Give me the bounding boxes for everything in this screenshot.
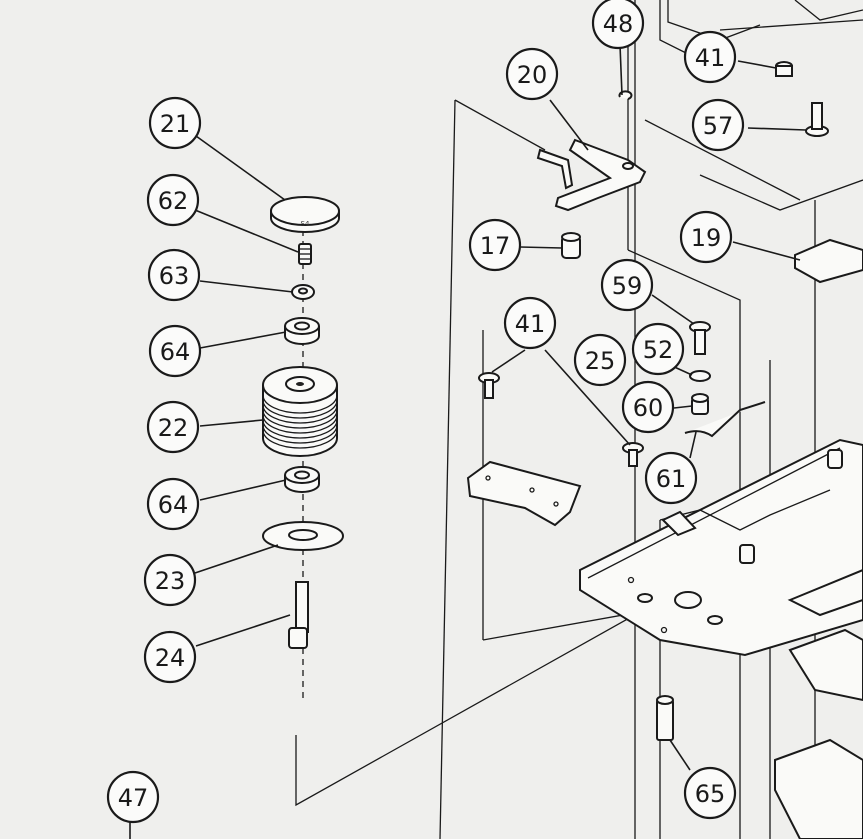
screw-part-41-right xyxy=(622,442,644,467)
callout-22: 22 xyxy=(146,400,200,454)
svg-text:60: 60 xyxy=(633,394,664,422)
svg-text:23: 23 xyxy=(155,567,186,595)
svg-text:48: 48 xyxy=(603,10,634,38)
washer-part-63 xyxy=(291,284,315,300)
screw-part-59 xyxy=(689,321,711,355)
thrust-washer-part-23 xyxy=(262,521,344,551)
callout-47: 47 xyxy=(106,770,160,824)
screw-part-41-upper xyxy=(775,61,793,77)
washer-part-52 xyxy=(689,370,711,382)
svg-text:62: 62 xyxy=(158,187,189,215)
bracket-part-19 xyxy=(794,238,863,284)
cap-part-21: S4 xyxy=(270,196,340,233)
callout-41-left: 41 xyxy=(503,296,557,350)
callout-23: 23 xyxy=(143,553,197,607)
callout-64-upper: 64 xyxy=(148,324,202,378)
callout-60: 60 xyxy=(621,380,675,434)
bearing-part-64-lower xyxy=(284,466,320,493)
svg-text:20: 20 xyxy=(517,61,548,89)
svg-text:63: 63 xyxy=(159,262,190,290)
top-plate-edge xyxy=(667,0,761,41)
cap-marking: S4 xyxy=(301,220,310,228)
svg-text:47: 47 xyxy=(118,784,149,812)
callout-24: 24 xyxy=(143,630,197,684)
bearing-part-64-upper xyxy=(284,317,320,345)
callout-17: 17 xyxy=(468,218,522,272)
callout-63: 63 xyxy=(147,248,201,302)
top-plate-edge-2 xyxy=(794,0,863,21)
svg-text:19: 19 xyxy=(691,224,722,252)
lever-part-20 xyxy=(536,138,647,212)
screw-part-41-left xyxy=(478,372,500,399)
lower-right-block xyxy=(788,628,863,702)
callout-48: 48 xyxy=(591,0,645,50)
screw-part-57 xyxy=(805,102,829,137)
spring-part-61 xyxy=(684,401,766,438)
callout-20: 20 xyxy=(505,47,559,101)
svg-text:41: 41 xyxy=(515,310,546,338)
svg-text:24: 24 xyxy=(155,644,186,672)
standoff-part-65 xyxy=(656,695,674,741)
plate-part-25 xyxy=(466,460,582,527)
svg-text:22: 22 xyxy=(158,414,189,442)
flywheel-part-22 xyxy=(262,366,338,457)
callout-65: 65 xyxy=(683,766,737,820)
svg-text:52: 52 xyxy=(643,336,674,364)
flywheel-stack: S4 xyxy=(262,196,344,649)
svg-text:59: 59 xyxy=(612,272,643,300)
callout-19: 19 xyxy=(679,210,733,264)
callout-52: 52 xyxy=(631,322,685,376)
svg-text:64: 64 xyxy=(158,491,189,519)
callout-41-top: 41 xyxy=(683,30,737,84)
callout-61: 61 xyxy=(644,451,698,505)
callout-21: 21 xyxy=(148,96,202,150)
svg-text:61: 61 xyxy=(656,465,687,493)
svg-text:57: 57 xyxy=(703,112,734,140)
mechanism-parts xyxy=(466,0,863,839)
callouts: 21 62 63 64 22 64 23 24 47 48 20 41 57 1… xyxy=(106,0,745,824)
callout-59: 59 xyxy=(600,258,654,312)
set-screw-part-62 xyxy=(298,243,312,265)
spacer-part-60 xyxy=(691,393,709,415)
callout-64-lower: 64 xyxy=(146,477,200,531)
svg-text:64: 64 xyxy=(160,338,191,366)
svg-text:17: 17 xyxy=(480,232,511,260)
svg-text:41: 41 xyxy=(695,44,726,72)
callout-62: 62 xyxy=(146,173,200,227)
assembly-outline-lines xyxy=(295,0,863,839)
bushing-part-17 xyxy=(561,232,581,259)
callout-25: 25 xyxy=(573,333,627,387)
svg-text:21: 21 xyxy=(160,110,191,138)
svg-text:25: 25 xyxy=(585,347,616,375)
shaft-part-24 xyxy=(288,581,309,649)
leader-lines xyxy=(129,44,807,839)
lower-right-block-2 xyxy=(774,738,863,839)
svg-text:65: 65 xyxy=(695,780,726,808)
chassis-plate xyxy=(579,438,863,657)
callout-57: 57 xyxy=(691,98,745,152)
